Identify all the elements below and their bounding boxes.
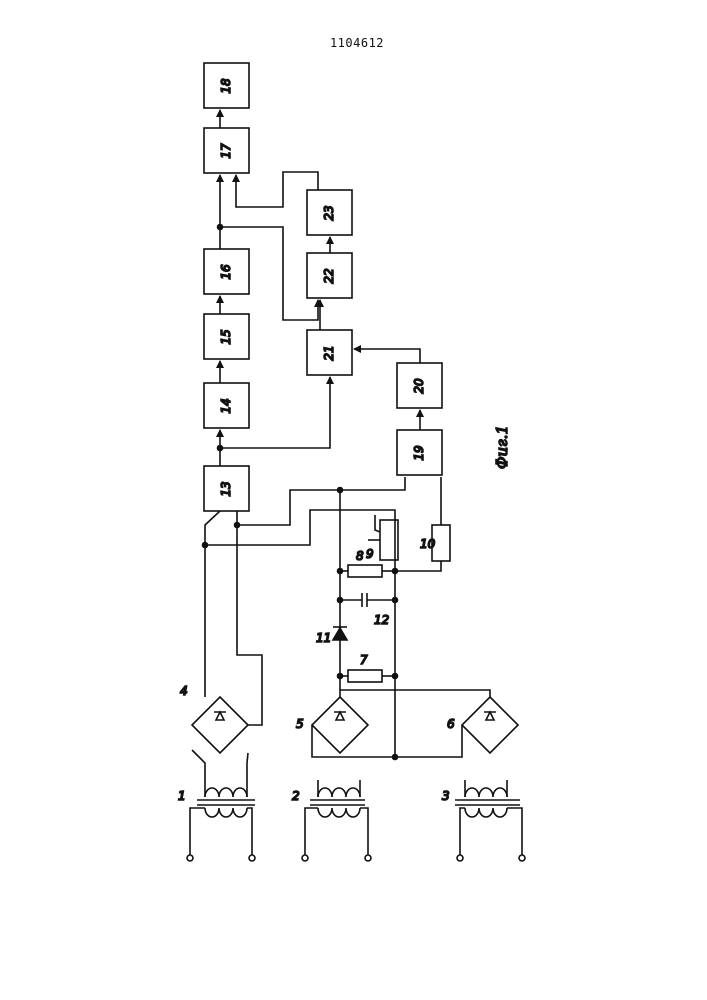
- capacitor-12: 12: [340, 593, 395, 627]
- block-14: 14: [204, 383, 249, 428]
- wire-to-22: [220, 227, 318, 320]
- svg-text:23: 23: [322, 205, 336, 220]
- svg-text:8: 8: [356, 549, 364, 563]
- svg-text:11: 11: [316, 631, 331, 645]
- svg-text:5: 5: [296, 717, 304, 731]
- transformer-3: 3: [442, 780, 525, 861]
- potentiometer-9: 9: [366, 515, 398, 561]
- svg-text:2: 2: [292, 789, 300, 803]
- svg-text:3: 3: [442, 789, 450, 803]
- block-17: 17: [204, 128, 249, 173]
- svg-text:15: 15: [219, 329, 233, 344]
- block-16: 16: [204, 249, 249, 294]
- wire-4-13a: [205, 511, 220, 697]
- wire-4-13b: [237, 511, 262, 725]
- arrow-20-21: [354, 349, 420, 363]
- block-20: 20: [397, 363, 442, 408]
- svg-text:10: 10: [420, 537, 436, 551]
- svg-text:6: 6: [447, 717, 455, 731]
- block-19: 19: [397, 430, 442, 475]
- svg-text:19: 19: [412, 445, 426, 460]
- svg-text:12: 12: [374, 613, 389, 627]
- block-15: 15: [204, 314, 249, 359]
- wire-13-pot: [205, 510, 395, 545]
- bus-plus: [340, 690, 490, 697]
- svg-text:18: 18: [219, 78, 233, 94]
- transformer-1: 1: [178, 780, 255, 861]
- block-13: 13: [204, 466, 249, 511]
- bridge-5: 5: [296, 697, 368, 753]
- block-18: 18: [204, 63, 249, 108]
- bus-minus-5: [312, 725, 395, 757]
- bridge-6: 6: [447, 697, 518, 753]
- svg-text:22: 22: [322, 268, 336, 283]
- resistor-7: 7: [340, 653, 395, 682]
- bridge-4: 4: [180, 684, 248, 780]
- svg-text:20: 20: [412, 378, 426, 394]
- svg-text:21: 21: [322, 345, 336, 360]
- wire-to-21: [220, 377, 330, 448]
- diode-11: 11: [316, 627, 347, 645]
- wire-23-17: [236, 172, 318, 207]
- svg-text:1: 1: [178, 789, 186, 803]
- block-23: 23: [307, 190, 352, 235]
- svg-text:14: 14: [219, 398, 233, 413]
- block-22: 22: [307, 253, 352, 298]
- svg-text:16: 16: [219, 264, 233, 280]
- svg-text:13: 13: [219, 481, 233, 496]
- svg-text:17: 17: [219, 143, 233, 159]
- wire-to-19: [237, 477, 405, 525]
- block-21: 21: [307, 330, 352, 375]
- svg-text:9: 9: [366, 547, 374, 561]
- resistor-10: 10: [395, 477, 450, 571]
- transformer-2: 2: [292, 780, 371, 861]
- svg-text:7: 7: [360, 653, 368, 667]
- svg-text:4: 4: [180, 684, 188, 698]
- figure-caption: Фиг.1: [493, 425, 511, 469]
